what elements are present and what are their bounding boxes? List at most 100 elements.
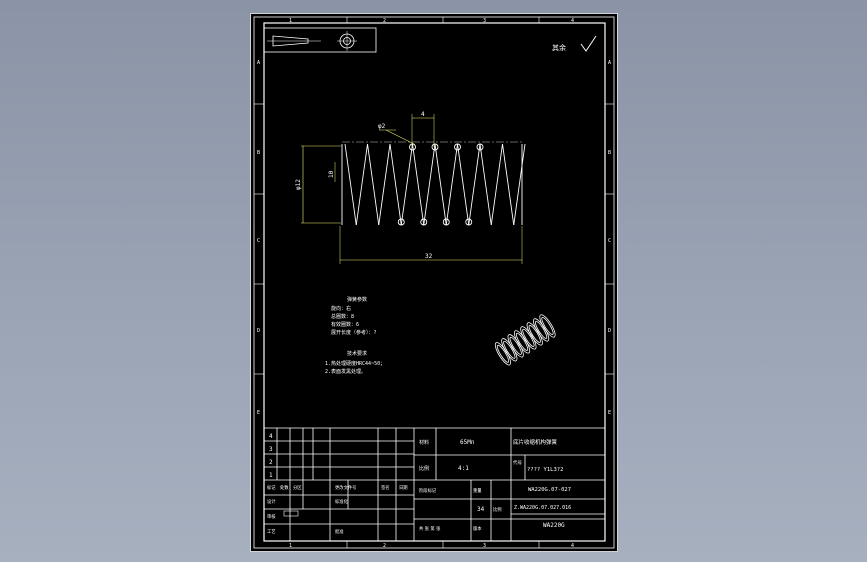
- row-mark-left: D: [257, 328, 260, 334]
- drawing-sheet: 1 2 3 4 1 2 3 4 A B C D E A B C D E: [250, 13, 618, 552]
- iso-coil: [526, 322, 543, 346]
- roughness-symbol: 其余: [552, 35, 597, 52]
- weight-label: 重量: [473, 487, 482, 494]
- iso-coil: [507, 334, 524, 358]
- inner-frame: [263, 22, 606, 542]
- wire-section: [476, 143, 484, 151]
- rev-header: 分区: [293, 484, 302, 491]
- col-mark-top: 3: [483, 18, 486, 24]
- note-line: 总圈数：8: [331, 313, 354, 320]
- scale-label: 比例: [493, 506, 502, 513]
- drawing-number: WA220G.07-027: [528, 487, 571, 493]
- wire-section: [420, 218, 428, 226]
- rev-header: 更改文件号: [335, 484, 356, 491]
- ratio-label: 比例: [419, 465, 429, 472]
- assembly-number: Z.WA220G.07.027.016: [514, 505, 571, 511]
- iso-coil-inner: [528, 324, 541, 343]
- sheets-label: 共 张 第 张: [419, 525, 441, 532]
- coil-segment: [389, 143, 402, 226]
- coil-segment: [423, 143, 436, 226]
- roughness-check-icon: [580, 35, 597, 52]
- product-code: WA220G: [543, 522, 565, 529]
- title-block: [264, 427, 605, 541]
- row-mark-right: B: [608, 150, 611, 156]
- material-label: 材料: [419, 439, 429, 446]
- rev-number: 3: [269, 446, 273, 453]
- zone-labels: 1 2 3 4 1 2 3 4 A B C D E A B C D E: [257, 18, 611, 549]
- note-line: 1.热处理硬度HRC44~50；: [325, 360, 385, 367]
- coil-segment: [355, 143, 368, 226]
- col-mark-bottom: 4: [571, 543, 574, 549]
- iso-coil-inner: [509, 336, 522, 355]
- iso-coil: [494, 342, 512, 366]
- code-value: ???? Y1L3?2: [527, 467, 563, 473]
- title-block-text: 4 3 2 1 材料 65Mn 比例 4:1 底片收缩机构弹簧 代号 ???? …: [267, 433, 571, 535]
- coil-segment: [400, 143, 413, 226]
- dim-free-length: 32: [425, 253, 433, 260]
- hint-label: 版本: [473, 525, 482, 532]
- code-label: 代号: [513, 459, 522, 466]
- row-mark-right: E: [608, 410, 611, 416]
- spring-front-view: [341, 141, 526, 226]
- iso-coil-inner: [541, 316, 554, 335]
- rev-number: 4: [269, 433, 273, 440]
- col-mark-bottom: 1: [289, 543, 292, 549]
- row-mark-left: A: [257, 60, 260, 66]
- row-mark-left: E: [257, 410, 260, 416]
- coil-segment: [378, 143, 391, 226]
- coil-segment: [445, 143, 458, 226]
- rev-header: 处数: [280, 484, 289, 491]
- wire-section: [397, 218, 405, 226]
- iso-coil-inner: [522, 328, 535, 347]
- projection-symbol: [263, 27, 377, 53]
- drawing-svg: 1 2 3 4 1 2 3 4 A B C D E A B C D E: [253, 16, 615, 549]
- drawing-title: 底片收缩机构弹簧: [513, 438, 558, 446]
- rev-header: 签名: [381, 484, 390, 491]
- notes-heading: 弹簧参数: [347, 296, 367, 303]
- note-line: 展开长度（参考）：?: [331, 329, 377, 336]
- coil-segment: [479, 143, 492, 226]
- iso-coil-inner: [515, 332, 529, 351]
- quantity-value: 34: [477, 506, 485, 513]
- coil-segment: [468, 143, 481, 226]
- coil-segment: [502, 143, 515, 226]
- cone-icon: [272, 35, 309, 47]
- roughness-prefix: 其余: [552, 43, 566, 52]
- col-mark-bottom: 3: [483, 543, 486, 549]
- coil-segment: [457, 143, 470, 226]
- iso-coil-inner: [535, 320, 548, 339]
- note-line: 有效圈数：6: [331, 321, 359, 328]
- rev-header: 标记: [267, 484, 276, 491]
- col-mark-top: 4: [571, 18, 574, 24]
- note-line: 旋向：右: [331, 305, 351, 312]
- iso-coil: [533, 318, 550, 342]
- rev-number: 2: [269, 459, 273, 466]
- technical-notes: 弹簧参数 旋向：右 总圈数：8 有效圈数：6 展开长度（参考）：? 技术要求 1…: [325, 296, 385, 375]
- row-mark-right: C: [608, 238, 611, 244]
- ratio-value: 4:1: [458, 465, 469, 472]
- row-checker: 审核: [267, 513, 276, 520]
- coil-segment: [434, 143, 447, 226]
- iso-coil-inner: [496, 344, 510, 363]
- spring-coils: [341, 143, 526, 226]
- outer-frame: [253, 16, 615, 549]
- iso-coil: [501, 338, 518, 362]
- rev-header: 日期: [399, 485, 408, 491]
- dim-inner-dia: 10: [328, 170, 335, 178]
- col-mark-top: 1: [289, 18, 292, 24]
- iso-coil: [520, 326, 537, 350]
- wire-section: [454, 143, 461, 151]
- row-mark-left: C: [257, 238, 260, 244]
- row-mark-right: A: [608, 60, 611, 66]
- dimensions: 4 φ2 φ12 10 32: [295, 111, 523, 264]
- coil-segment: [412, 143, 425, 226]
- wire-section: [442, 218, 450, 226]
- approve-label: 批准: [335, 528, 344, 535]
- wire-section: [409, 143, 416, 151]
- dim-outer-dia: φ12: [295, 179, 302, 190]
- coil-segment: [490, 143, 503, 226]
- row-mark-left: B: [257, 150, 260, 156]
- stage-label: 阶段标记: [419, 487, 437, 494]
- coil-segment: [513, 143, 526, 226]
